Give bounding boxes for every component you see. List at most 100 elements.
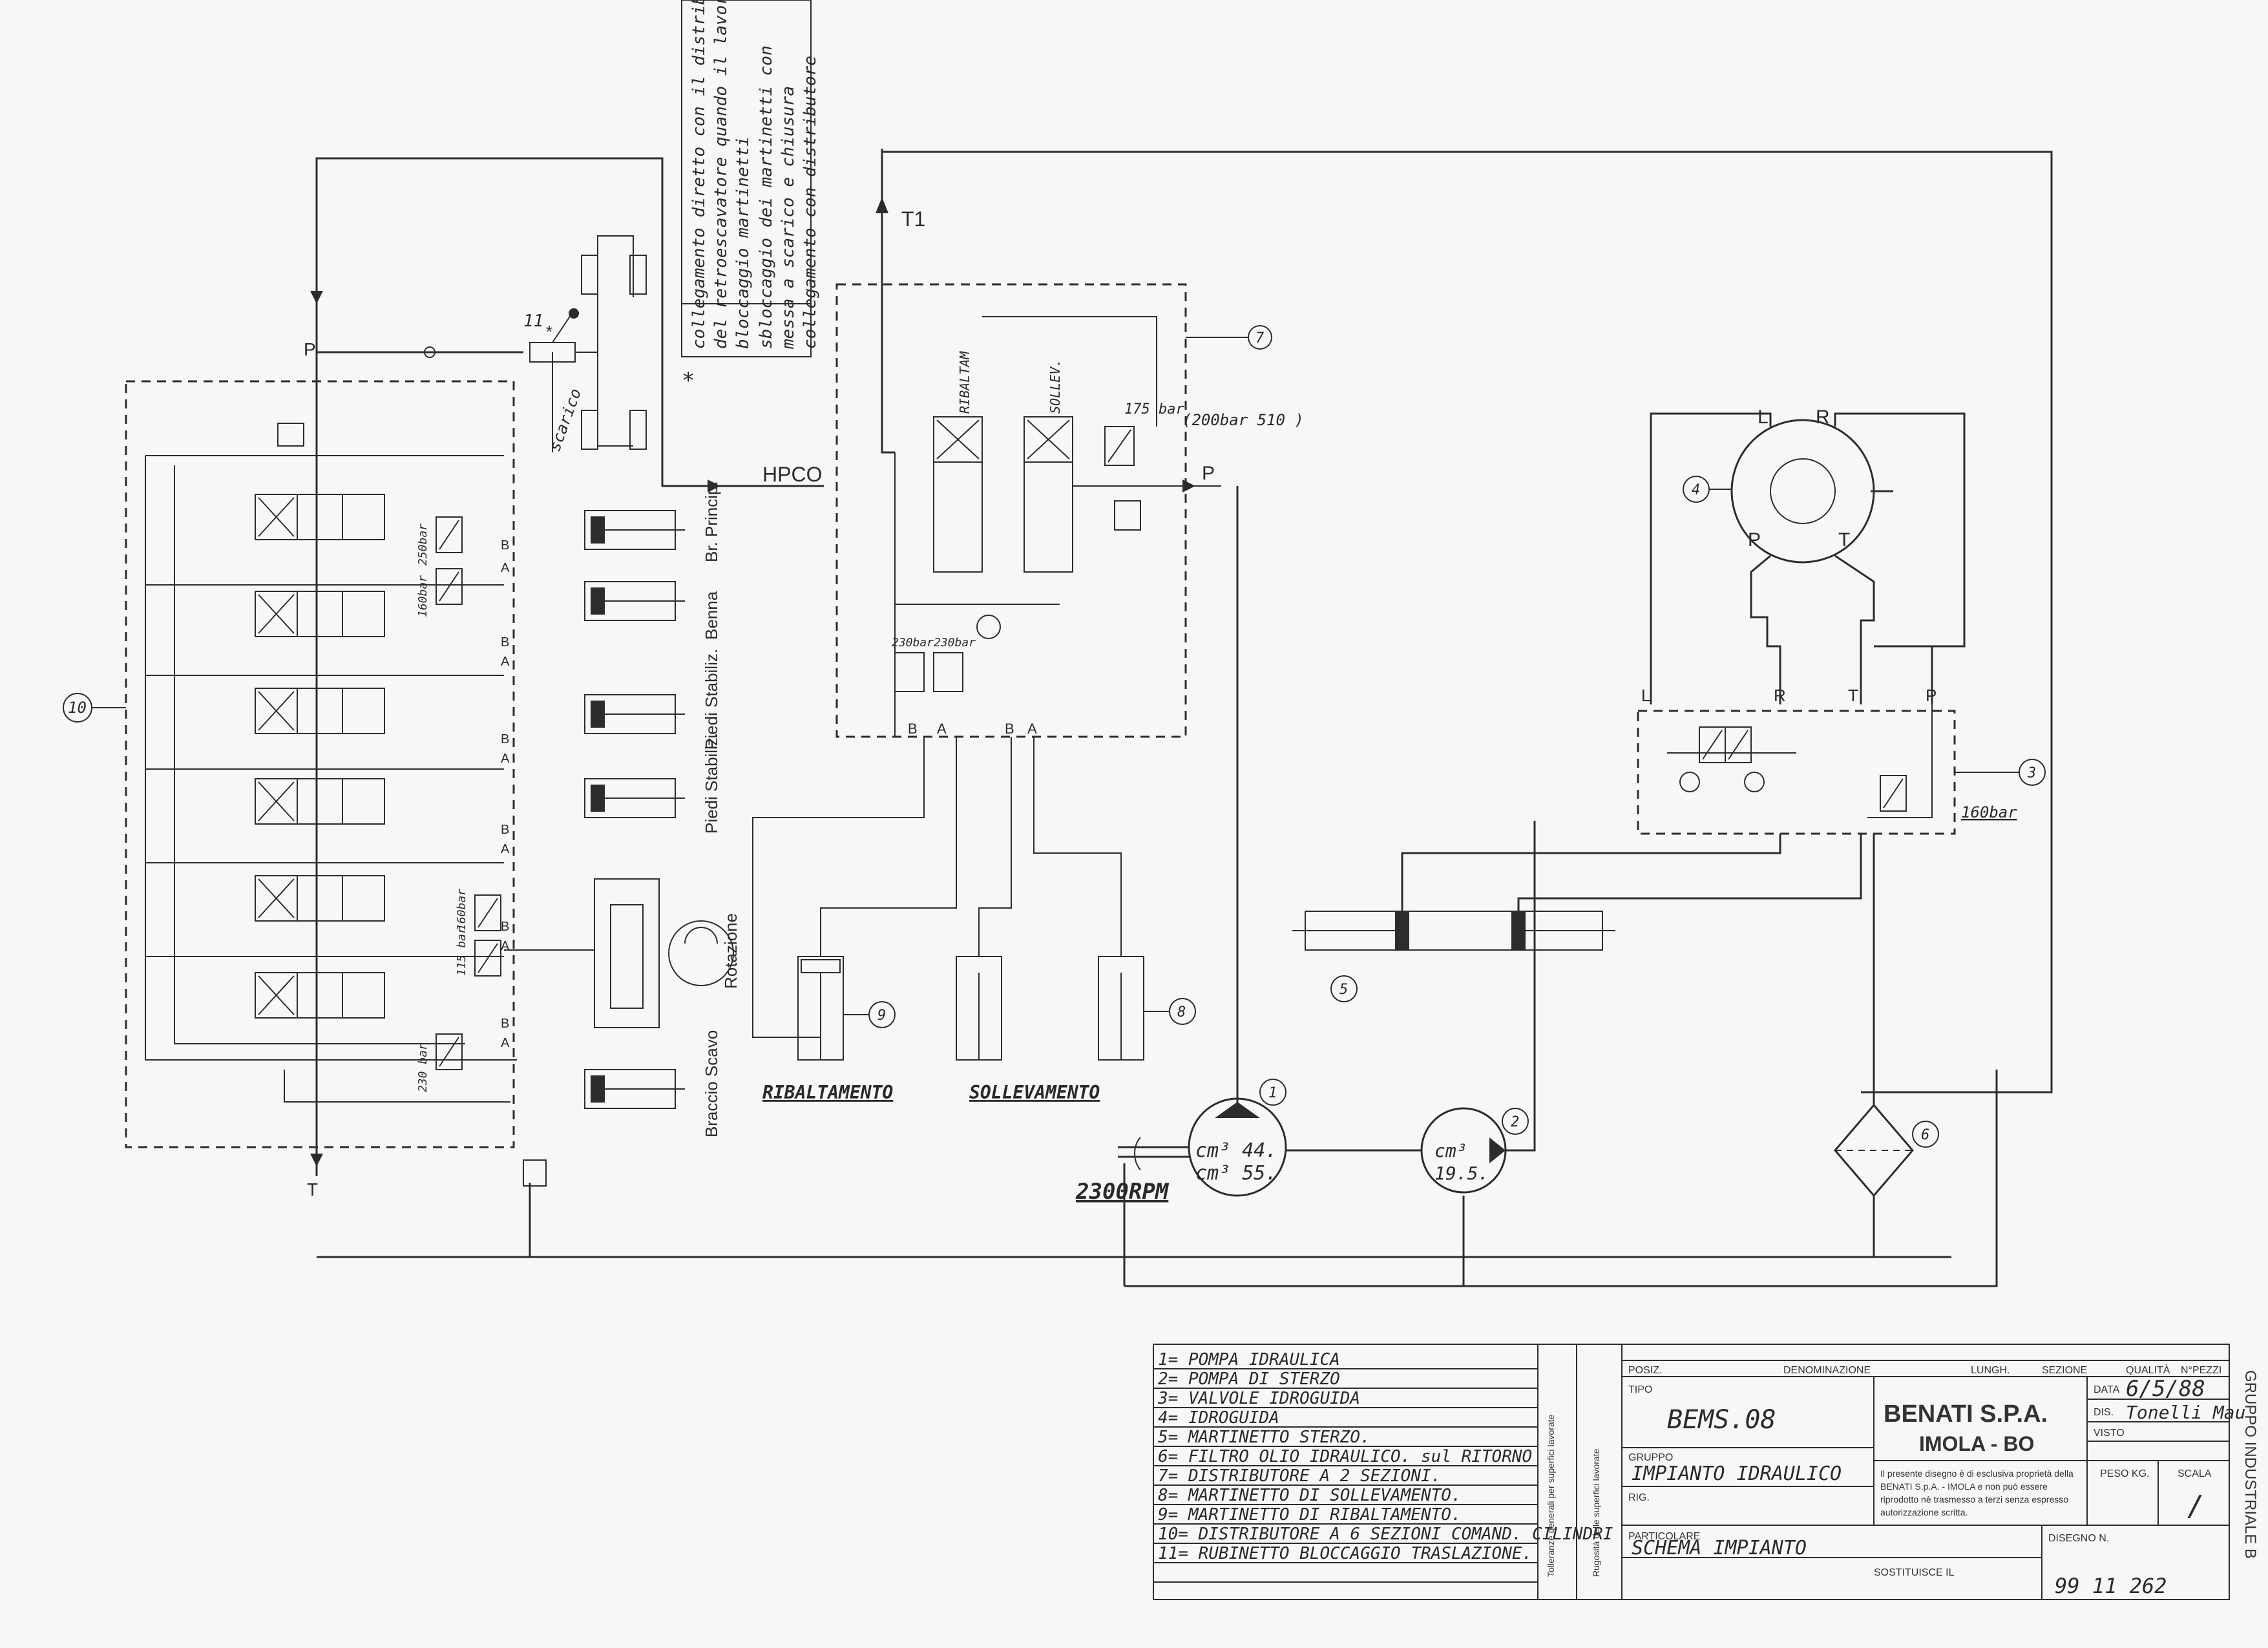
label-relief-175: 175 bar <box>1124 401 1184 417</box>
svg-text:160bar: 160bar <box>416 575 430 617</box>
label-piedi-2: Piedi Stabiliz. <box>702 733 721 834</box>
svg-text:B: B <box>501 635 509 650</box>
svg-text:autorizzazione scritta.: autorizzazione scritta. <box>1880 1507 1968 1517</box>
port-l-idro: L <box>1758 407 1769 428</box>
note-2c: collegamento con distributore <box>801 56 820 349</box>
svg-text:115 bar: 115 bar <box>455 927 468 976</box>
svg-text:PESO KG.: PESO KG. <box>2100 1468 2149 1479</box>
legend-10: 10= DISTRIBUTORE A 6 SEZIONI COMAND. CIL… <box>1158 1525 1613 1544</box>
svg-text:SCALA: SCALA <box>2178 1468 2212 1479</box>
legend-6: 6= FILTRO OLIO IDRAULICO. sul RITORNO <box>1158 1447 1532 1466</box>
pumps: cm³ 44. cm³ 55. 1 2300RPM cm³ 19.5. 2 <box>1075 486 1536 1205</box>
legend-11: 11= RUBINETTO BLOCCAGGIO TRASLAZIONE. <box>1158 1544 1532 1563</box>
svg-text:B: B <box>501 823 509 837</box>
svg-text:A: A <box>501 655 510 669</box>
svg-text:B: B <box>501 732 509 746</box>
tipo-value: BEMS.08 <box>1667 1405 1776 1435</box>
svg-text:230bar: 230bar <box>934 636 976 650</box>
label-rotazione: Rotazione <box>721 913 740 989</box>
port-t1: T1 <box>901 207 925 231</box>
label-ribaltamento: RIBALTAMENTO <box>762 1082 893 1103</box>
note-1: collegamento diretto con il distrib. <box>689 0 709 349</box>
svg-text:230 bar: 230 bar <box>416 1043 430 1092</box>
note-star: * <box>682 368 695 394</box>
svg-text:B: B <box>501 920 509 934</box>
label-hpco: HPCO <box>762 463 822 486</box>
svg-text:DIS.: DIS. <box>2094 1407 2114 1418</box>
date-value: 6/5/88 <box>2126 1376 2205 1402</box>
port-p-top: P <box>304 339 316 359</box>
main-lines: P T 11 * scarico HPCO T1 <box>304 149 2053 1287</box>
legend-3: 3= VALVOLE IDROGUIDA <box>1157 1389 1360 1408</box>
note-box: collegamento diretto con il distrib. del… <box>681 0 820 394</box>
svg-text:riprodotto nè trasmesso a terz: riprodotto nè trasmesso a terzi senza es… <box>1880 1494 2068 1505</box>
legend-7: 7= DISTRIBUTORE A 2 SEZIONI. <box>1158 1466 1441 1486</box>
port-t-idro: T <box>1838 529 1850 551</box>
svg-text:LUNGH.: LUNGH. <box>1971 1365 2010 1376</box>
svg-text:A: A <box>501 842 510 856</box>
svg-text:QUALITÀ: QUALITÀ <box>2126 1364 2170 1376</box>
left-actuators: Br. Princip. Benna Piedi Stabiliz. Piedi… <box>504 481 740 1137</box>
label-160bar: 160bar <box>1961 803 2017 821</box>
distributor-6-sections: 10 <box>63 380 547 1187</box>
legend: 1= POMPA IDRAULICA 2= POMPA DI STERZO 3=… <box>1153 1344 1613 1600</box>
pump1-disp-b: cm³ 55. <box>1195 1162 1277 1185</box>
side-text: GRUPPO INDUSTRIALE B <box>2242 1370 2259 1559</box>
svg-text:POSIZ.: POSIZ. <box>1628 1365 1662 1376</box>
svg-text:N°PEZZI: N°PEZZI <box>2181 1365 2221 1376</box>
callout-6: 6 <box>1921 1127 1929 1143</box>
distributor-2-sections: 7 P 175 bar (200bar 510 ) 230bar 230bar … <box>835 283 1304 738</box>
port-r-idro: R <box>1816 407 1830 428</box>
svg-text:Rugosità delle superfici lavor: Rugosità delle superfici lavorate <box>1591 1448 1601 1577</box>
svg-text:/: / <box>2187 1490 2205 1523</box>
svg-text:160bar: 160bar <box>455 889 468 931</box>
legend-1: 1= POMPA IDRAULICA <box>1158 1350 1340 1369</box>
svg-text:DENOMINAZIONE: DENOMINAZIONE <box>1783 1365 1871 1376</box>
callout-1: 1 <box>1268 1085 1277 1101</box>
steering-circuit: L R P T 4 3 L R T P 160bar <box>1292 407 2046 1257</box>
svg-text:A: A <box>501 752 510 766</box>
legend-5: 5= MARTINETTO STERZO. <box>1158 1428 1370 1447</box>
svg-text:A: A <box>1027 721 1037 737</box>
label-rpm: 2300RPM <box>1075 1179 1170 1205</box>
label-sollev: SOLLEV. <box>1047 359 1063 414</box>
port-p-dist2: P <box>1202 463 1215 484</box>
svg-text:230bar: 230bar <box>892 636 934 650</box>
pump2-disp-a: cm³ <box>1434 1140 1467 1161</box>
note-2b: messa a scarico e chiusura <box>779 86 798 350</box>
pump2-disp-b: 19.5. <box>1434 1163 1489 1184</box>
label-relief-note: (200bar 510 ) <box>1182 411 1304 429</box>
callout-7: 7 <box>1255 330 1265 346</box>
svg-text:DATA: DATA <box>2094 1384 2120 1395</box>
label-br-princ: Br. Princip. <box>702 481 721 562</box>
legend-2: 2= POMPA DI STERZO <box>1158 1369 1340 1389</box>
svg-text:A: A <box>501 561 510 575</box>
port-t-left: T <box>307 1179 318 1199</box>
svg-text:250bar: 250bar <box>416 523 430 565</box>
label-sollevamento: SOLLEVAMENTO <box>969 1082 1100 1103</box>
svg-text:*: * <box>546 322 552 341</box>
svg-text:B: B <box>1005 721 1014 737</box>
label-piedi-1: Piedi Stabiliz. <box>702 649 721 750</box>
callout-9: 9 <box>877 1008 886 1024</box>
callout-4: 4 <box>1692 482 1700 498</box>
callout-3: 3 <box>2027 765 2036 781</box>
label-braccio-scavo: Braccio Scavo <box>702 1030 721 1137</box>
pump1-disp-a: cm³ 44. <box>1195 1139 1277 1162</box>
port-p-idro: P <box>1748 529 1761 551</box>
lift-tip-cylinders: 9 8 RIBALTAMENTO SOLLEVAMENTO <box>752 737 1196 1103</box>
svg-text:SEZIONE: SEZIONE <box>2042 1365 2087 1376</box>
gruppo-value: IMPIANTO IDRAULICO <box>1632 1463 1842 1485</box>
port-l-valve: L <box>1641 686 1650 705</box>
title-block: Tolleranze generali per superfici lavora… <box>1537 1344 2259 1600</box>
svg-text:A: A <box>501 1036 510 1050</box>
port-t-valve: T <box>1848 686 1858 705</box>
svg-text:DISEGNO N.: DISEGNO N. <box>2048 1533 2109 1544</box>
legend-9: 9= MARTINETTO DI RIBALTAMENTO. <box>1158 1505 1462 1525</box>
particolare-value: SCHEMA IMPIANTO <box>1632 1537 1807 1559</box>
callout-10: 10 <box>68 699 87 717</box>
svg-text:Tolleranze generali per superf: Tolleranze generali per superfici lavora… <box>1546 1414 1556 1577</box>
svg-text:SOSTITUISCE IL: SOSTITUISCE IL <box>1874 1567 1955 1578</box>
